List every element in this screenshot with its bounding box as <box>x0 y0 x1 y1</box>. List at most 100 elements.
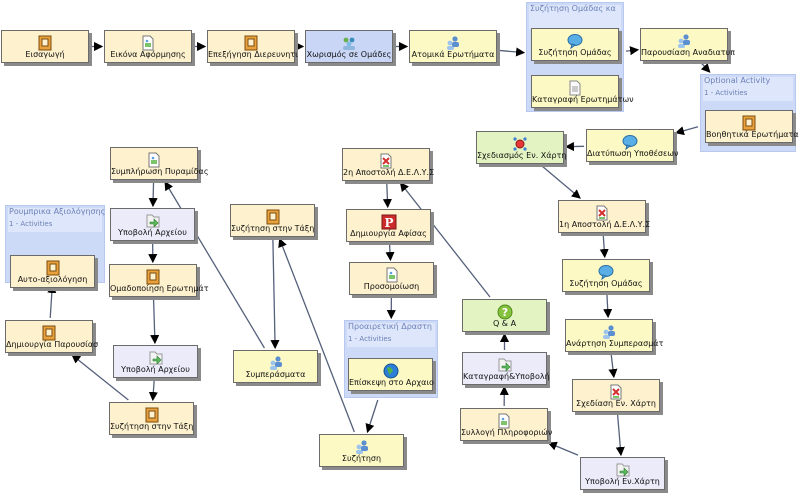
group-subtitle: 1 - Activities <box>348 335 392 343</box>
notebook-icon <box>41 325 57 341</box>
speech-bubble-icon <box>598 264 614 281</box>
file-check-icon <box>594 205 610 221</box>
activity-node[interactable]: Υποβολή Αρχείου <box>110 208 195 241</box>
connector-arrow <box>365 399 379 434</box>
activity-label: Σχεδίαση Εν. Χάρτη <box>576 399 656 408</box>
notebook-icon <box>243 35 259 51</box>
activity-label: Συζήτηση στην Τάξη <box>231 224 315 233</box>
activity-node[interactable]: P Δημιουργία Αφίσας <box>346 209 431 242</box>
activity-node[interactable]: Αυτο-αξιολόγηση <box>10 255 95 288</box>
connector-arrow <box>148 379 158 402</box>
activity-node[interactable]: Καταγραφή&Υποβολή <box>462 352 550 385</box>
file-check-icon <box>378 153 394 169</box>
activity-node[interactable]: Ομαδοποίηση Ερωτημάτ <box>109 264 209 297</box>
activity-node[interactable]: Συζήτηση στην Τάξη <box>230 204 315 237</box>
activity-label: Συζήτηση στην Τάξη <box>110 422 194 431</box>
notebook-icon <box>144 407 160 423</box>
activity-node[interactable]: Εικόνα Αφόρμησης <box>104 30 192 63</box>
document-icon <box>567 80 583 96</box>
notebook-icon <box>265 209 281 225</box>
group-header <box>8 208 102 232</box>
notebook-icon <box>741 115 757 131</box>
activity-node[interactable]: Χωρισμός σε Ομάδες <box>305 30 393 63</box>
upload-arrow-icon <box>497 357 513 373</box>
activity-node[interactable]: Βοηθητικά Ερωτήματα <box>705 110 799 143</box>
activity-node[interactable]: Διατύπωση Υποθέσεων <box>586 129 678 162</box>
activity-label: Συμπλήρωση Πυραμίδας <box>111 167 209 176</box>
connector-arrow <box>385 243 395 262</box>
activity-label: Συζήτηση Ομάδας <box>538 48 612 57</box>
activity-node[interactable]: Προσομοίωση <box>349 262 434 295</box>
activity-node[interactable]: Συζήτηση <box>319 434 404 467</box>
upload-arrow-icon <box>145 213 161 229</box>
connector-arrow <box>541 165 581 199</box>
activity-node[interactable]: Συλλογή Πληροφοριών <box>460 408 552 441</box>
activity-node[interactable]: Ατομικά Ερωτήματα <box>409 30 497 63</box>
group-title: Προαιρετική Δραστη <box>348 322 433 331</box>
activity-node[interactable]: Συμπλήρωση Πυραμίδας <box>110 147 209 180</box>
connector-arrow <box>674 126 699 136</box>
activity-label: 2η Αποστολή Δ.Ε.Λ.Υ.Σ <box>343 168 435 177</box>
people-icon <box>354 439 370 455</box>
activity-node[interactable]: 1η Αποστολή Δ.Ε.Λ.Υ.Σ <box>558 200 651 233</box>
connector-arrow <box>148 181 158 208</box>
connector-arrow <box>608 353 618 379</box>
activity-node[interactable]: Υποβολή Εν.Χάρτη <box>580 457 665 490</box>
activity-label: Δημιουργία Αφίσας <box>350 229 427 238</box>
activity-node[interactable]: 2η Αποστολή Δ.Ε.Λ.Υ.Σ <box>342 148 435 181</box>
globe-icon <box>383 363 399 379</box>
people-icon <box>445 35 461 51</box>
activity-label: Σχεδιασμός Εν. Χάρτη <box>477 151 567 160</box>
upload-arrow-icon <box>148 350 164 366</box>
activity-node[interactable]: Επίσκεψη στο Αρχαιο <box>348 358 434 391</box>
notebook-icon <box>45 260 61 276</box>
activity-label: 1η Αποστολή Δ.Ε.Λ.Υ.Σ <box>559 220 651 229</box>
image-doc-icon <box>146 152 162 168</box>
activity-label: Ανάρτηση Συμπερασμάτ <box>566 339 664 348</box>
activity-node[interactable]: Συμπεράσματα <box>233 350 318 383</box>
activity-node[interactable]: Παρουσίαση Αναδιατυπ <box>640 28 735 61</box>
connector-arrow <box>547 441 579 456</box>
connector-arrow <box>399 182 491 298</box>
activity-node[interactable]: Συζήτηση Ομάδας <box>562 259 650 292</box>
map-pin-icon <box>512 136 528 152</box>
activity-node[interactable]: Σχεδιασμός Εν. Χάρτη <box>476 131 567 164</box>
image-doc-icon <box>384 267 400 283</box>
activity-label: Υποβολή Αρχείου <box>118 228 187 237</box>
activity-node[interactable]: Σχεδίαση Εν. Χάρτη <box>572 379 660 412</box>
activity-label: Συζήτηση Ομάδας <box>569 279 643 288</box>
people-icon <box>676 33 692 49</box>
activity-node[interactable]: Επεξήγηση Διερευνητι <box>207 30 298 63</box>
activity-label: Ομαδοποίηση Ερωτημάτ <box>110 284 209 293</box>
activity-node[interactable]: Συζήτηση στην Τάξη <box>109 402 194 435</box>
connector-arrow <box>498 47 526 57</box>
connector-arrow <box>150 298 160 345</box>
activity-label: Ατομικά Ερωτήματα <box>411 50 495 59</box>
question-icon: ? <box>497 304 513 320</box>
svg-text:P: P <box>384 216 393 230</box>
group-header <box>529 5 621 29</box>
activity-label: Υποβολή Εν.Χάρτη <box>585 477 660 486</box>
activity-label: Δημιουργία Παρουσίασ <box>6 340 99 349</box>
activity-node[interactable]: Ανάρτηση Συμπερασμάτ <box>565 319 664 352</box>
activity-node[interactable]: Δημιουργία Παρουσίασ <box>5 320 99 353</box>
activity-label: Χωρισμός σε Ομάδες <box>306 50 392 59</box>
activity-node[interactable]: Εισαγωγή <box>1 30 89 63</box>
activity-label: Συζήτηση <box>341 454 382 463</box>
connector-arrow <box>270 238 280 350</box>
image-doc-icon <box>140 35 156 51</box>
activity-node[interactable]: Καταγραφή Ερωτημάτων <box>531 75 634 108</box>
activity-node[interactable]: Συζήτηση Ομάδας <box>531 28 619 61</box>
group-subtitle: 1 - Activities <box>704 89 748 97</box>
people-icon <box>601 324 617 340</box>
connector-arrow <box>700 62 711 73</box>
notebook-icon <box>37 35 53 51</box>
group-header <box>347 323 435 347</box>
activity-label: Q & A <box>492 319 517 328</box>
activity-label: Καταγραφή&Υποβολή <box>463 372 550 381</box>
activity-node[interactable]: ? Q & A <box>462 299 547 332</box>
connector-arrow <box>615 413 625 457</box>
activity-node[interactable]: Υποβολή Αρχείου <box>113 345 198 378</box>
connector-arrow <box>603 293 613 319</box>
people-group-icon <box>341 35 357 51</box>
